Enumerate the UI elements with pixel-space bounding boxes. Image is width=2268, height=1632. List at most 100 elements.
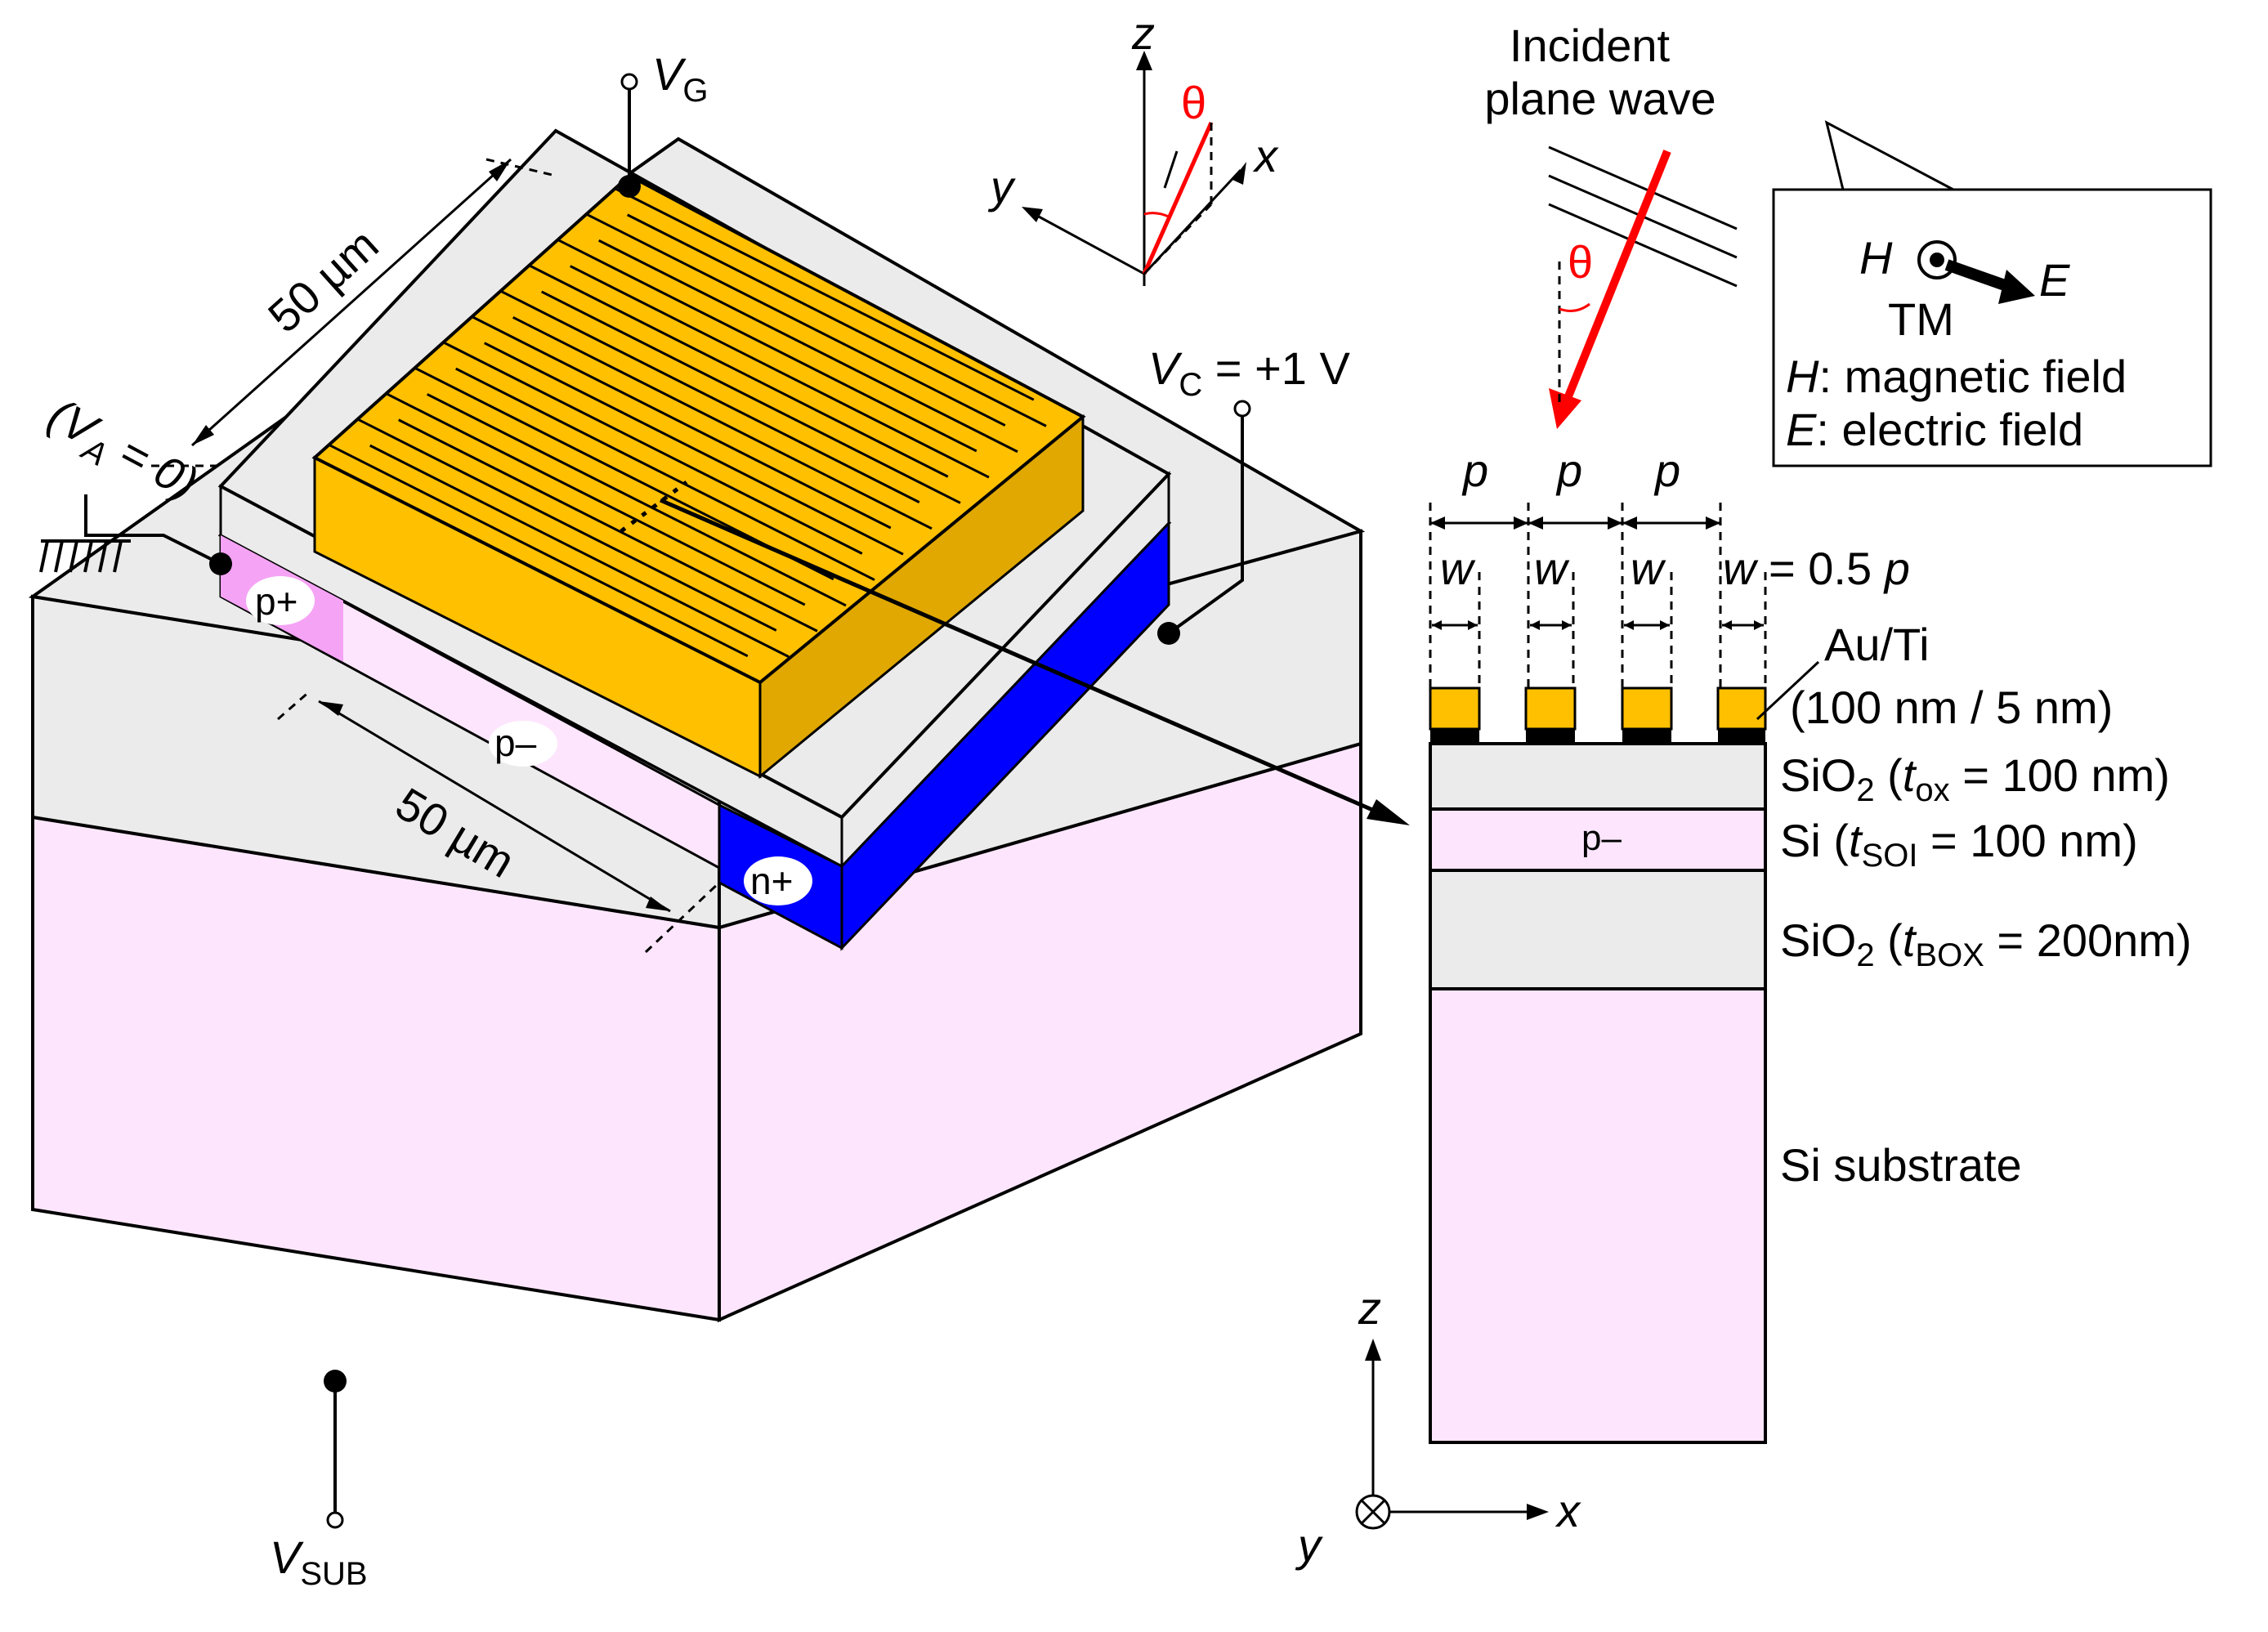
- axis2-x-label: x: [1554, 1485, 1581, 1536]
- dim-bot-ext2: [644, 881, 721, 954]
- grating-finger: [442, 341, 863, 555]
- grating-finger: [541, 290, 961, 504]
- grating-finger: [598, 239, 1018, 454]
- period-label-1: p: [1461, 445, 1488, 496]
- axes-3d: z x y θ: [987, 7, 1279, 286]
- box-oxide-layer: [1429, 869, 1767, 990]
- tm-legend: H E TM H: magnetic field E: electric fie…: [1772, 120, 2212, 467]
- va-wire: [84, 494, 221, 566]
- dim-top-ext2: [485, 158, 557, 177]
- region-labels: p+ p– n+: [246, 576, 812, 905]
- theta2-label: θ: [1568, 236, 1593, 288]
- grating-finger: [398, 418, 818, 633]
- vc-terminal: [1233, 400, 1251, 418]
- legend-h-sym: H: [1859, 232, 1893, 284]
- grating-finger: [585, 212, 1006, 427]
- vc-label: VC = +1 V: [1148, 342, 1350, 403]
- axis-y-arrow: [1022, 207, 1043, 222]
- auti-thickness-label: (100 nm / 5 nm): [1790, 682, 2113, 733]
- wavefront-1: [1548, 145, 1738, 230]
- top-oxide-label: SiO2 (tox = 100 nm): [1780, 749, 2170, 808]
- grating-finger: [627, 213, 1047, 427]
- dim-top-line: [190, 158, 512, 447]
- axis-y-label: y: [987, 161, 1016, 212]
- grating-lines: [328, 187, 1047, 658]
- zoom-dots: [620, 481, 688, 533]
- period-dashes: [1429, 503, 1767, 691]
- soi-label: Si (tSOI = 100 nm): [1780, 815, 2138, 874]
- grating-finger: [471, 315, 892, 530]
- box-oxide-label: SiO2 (tBOX = 200nm): [1780, 914, 2192, 973]
- axis2-y-label: y: [1295, 1519, 1323, 1571]
- vc-dot: [1157, 622, 1180, 645]
- cross-section: p p p w w w w = 0.5 p: [1429, 445, 2192, 1444]
- dim-bot-line: [318, 700, 671, 913]
- vsub-terminal: [326, 1511, 344, 1529]
- soi-layer-section: [1429, 807, 1767, 872]
- grating-finger: [557, 239, 977, 453]
- p-plus-label: p+: [255, 580, 297, 623]
- width-arrows: [1432, 620, 1764, 630]
- dim-top-label: 50 µm: [258, 218, 388, 342]
- legend-tm: TM: [1888, 293, 1954, 345]
- vc-wire: [1167, 413, 1244, 635]
- p-plus-bubble: [246, 576, 315, 625]
- period-arrows: [1430, 516, 1720, 530]
- incident-label-1: Incident: [1510, 20, 1671, 71]
- axis2-x-arrow: [1527, 1504, 1549, 1520]
- incident-wave: Incident plane wave θ: [1484, 20, 1738, 429]
- theta-label: θ: [1181, 77, 1206, 128]
- dim-bot-arrow1: [319, 701, 343, 716]
- width-label-1: w: [1440, 543, 1476, 594]
- width-label-2: w: [1534, 543, 1570, 594]
- axis-z-label: z: [1131, 7, 1155, 59]
- grating-finger: [328, 443, 749, 658]
- n-plus-bubble: [744, 856, 812, 905]
- p-minus-label: p–: [494, 722, 537, 764]
- incident-label-2: plane wave: [1484, 73, 1716, 124]
- si-substrate-label: Si substrate: [1780, 1139, 2022, 1191]
- legend-h-desc: H: magnetic field: [1786, 351, 2127, 402]
- width-equation: w = 0.5 p: [1723, 543, 1910, 594]
- axis-z-arrow: [1136, 51, 1152, 70]
- zoom-callout: [620, 481, 1410, 825]
- wavefront-3: [1548, 203, 1738, 288]
- gold-grating-pad: [311, 173, 1086, 780]
- p-minus-bubble: [489, 721, 557, 767]
- legend-e-sym: E: [2039, 254, 2070, 306]
- incident-ray: [1561, 150, 1671, 406]
- axis-x-arrow: [1232, 162, 1246, 185]
- zoom-arrowhead: [1367, 799, 1410, 825]
- theta-arc: [1143, 212, 1171, 219]
- vsub-label: VSUB: [270, 1531, 368, 1592]
- vg-label: VG: [652, 48, 708, 109]
- period-label-3: p: [1653, 445, 1680, 496]
- va-dot: [209, 552, 232, 575]
- dim-top-arrow1: [192, 425, 214, 445]
- axis-x-label: x: [1252, 130, 1279, 181]
- grating-finger: [369, 444, 790, 658]
- axis2-z-arrow: [1365, 1339, 1381, 1361]
- grating-finger: [614, 187, 1035, 401]
- dim-top-arrow2: [489, 159, 511, 181]
- incident-ray-arrow: [1549, 388, 1581, 429]
- grating-finger: [528, 264, 949, 478]
- axis2-z-label: z: [1358, 1282, 1381, 1334]
- grating-finger: [356, 418, 777, 632]
- grating-finger: [455, 367, 875, 581]
- si-substrate-layer: [1429, 987, 1767, 1444]
- dim-bot-ext1: [277, 689, 311, 721]
- contacts: VG (VA = 0) VC = +1 V VSUB: [39, 48, 1350, 1592]
- zoom-line: [660, 498, 1390, 820]
- gold-top: [311, 173, 1086, 685]
- n-plus-label: n+: [750, 860, 793, 902]
- theta2-arc: [1559, 302, 1590, 312]
- theta-ray: [1142, 121, 1214, 275]
- grating-finger: [512, 315, 933, 530]
- period-label-2: p: [1555, 445, 1582, 496]
- grating-finger: [484, 342, 904, 556]
- callout-box: [1772, 120, 2212, 467]
- section-p-minus-label: p–: [1581, 818, 1622, 858]
- legend-e-desc: E: electric field: [1786, 404, 2083, 455]
